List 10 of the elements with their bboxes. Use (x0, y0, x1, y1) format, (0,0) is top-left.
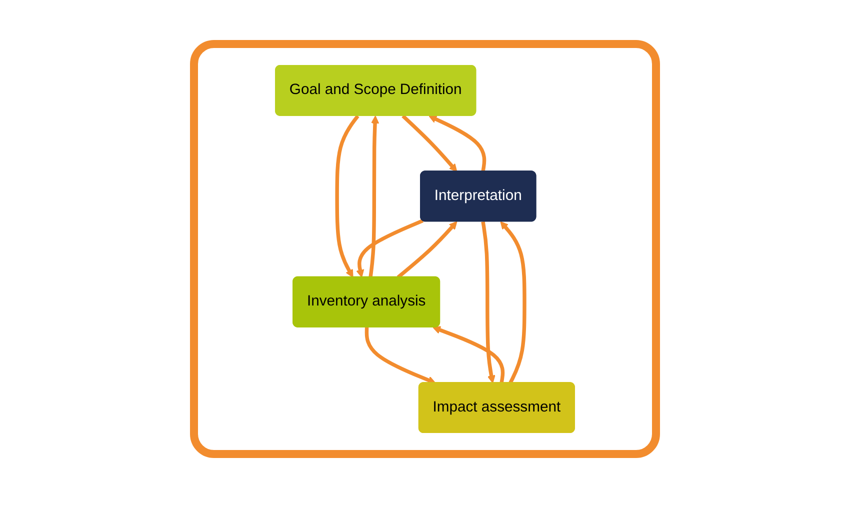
arrow (396, 221, 458, 279)
arrow (428, 115, 486, 172)
arrow (364, 327, 436, 384)
arrow (432, 326, 505, 384)
arrow (500, 221, 526, 384)
arrow (356, 218, 424, 278)
arrow (481, 221, 496, 384)
arrow (335, 114, 360, 278)
arrow (402, 114, 458, 172)
arrow (368, 116, 380, 278)
